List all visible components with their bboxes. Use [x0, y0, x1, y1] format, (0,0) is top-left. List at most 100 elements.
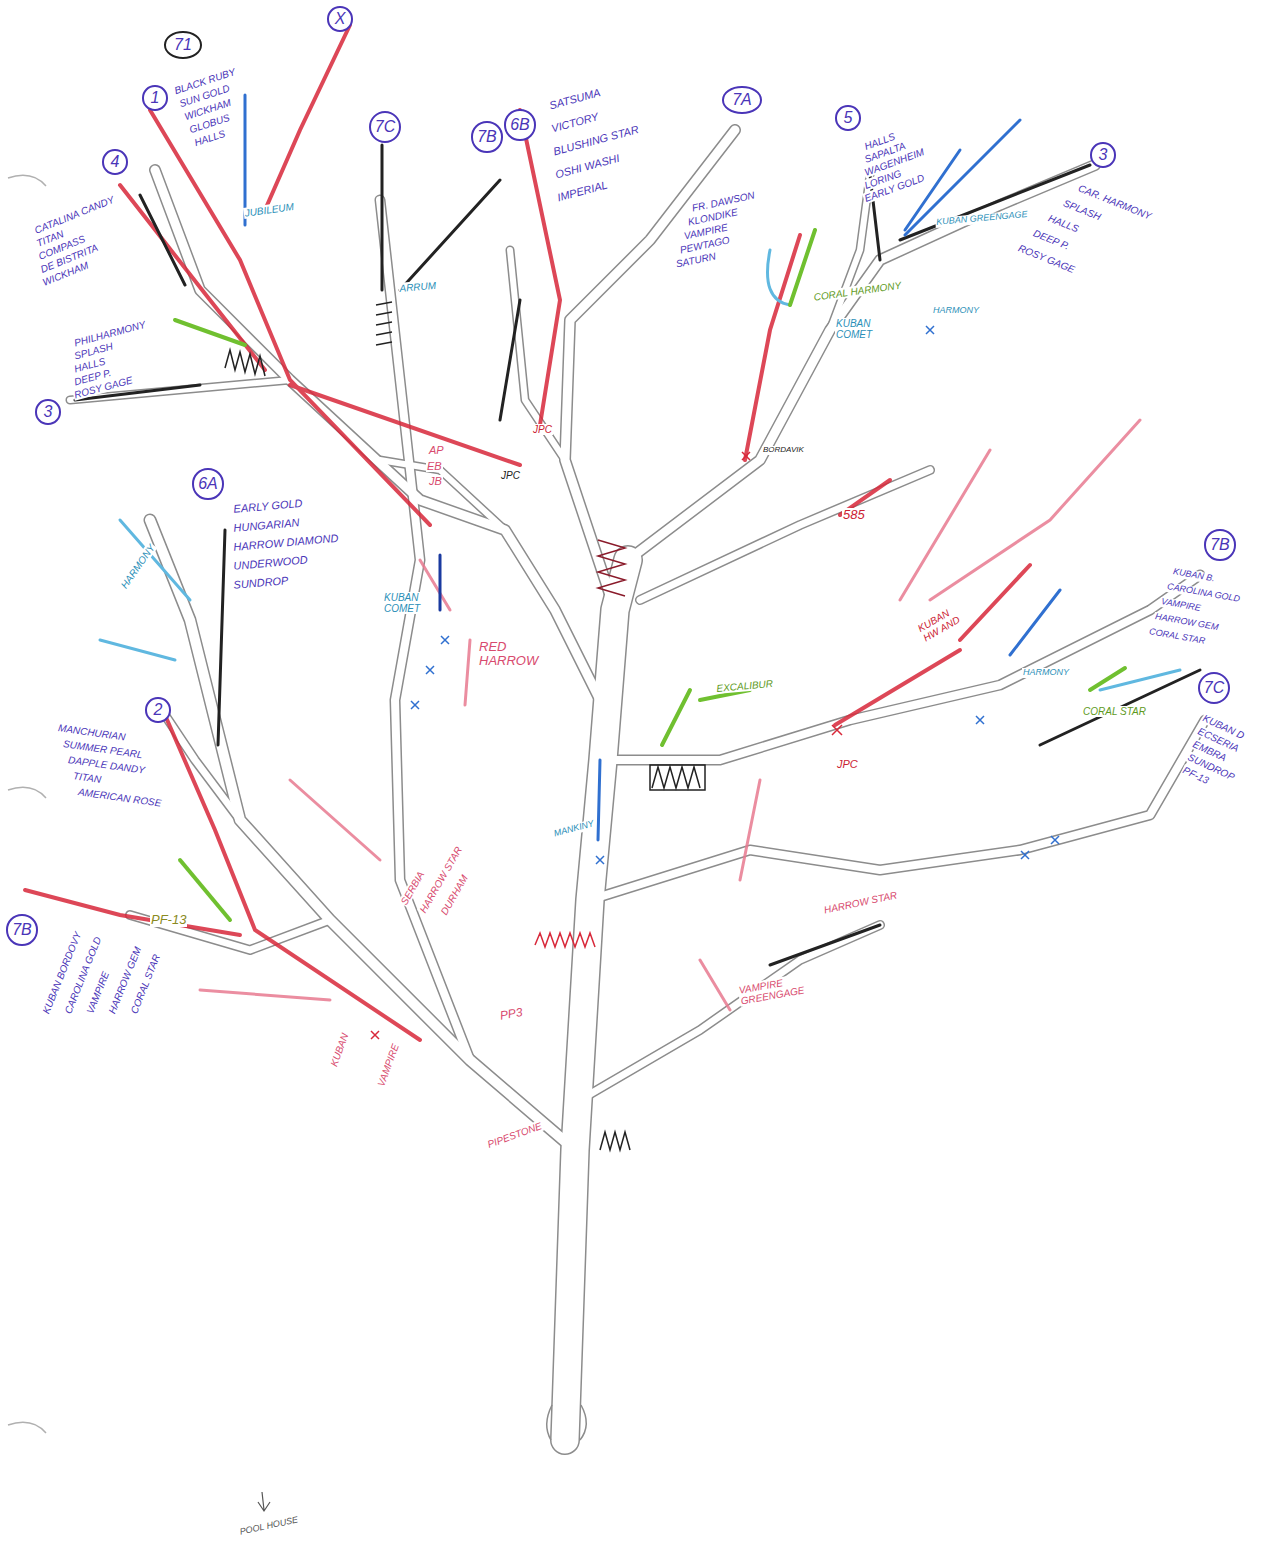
- tree-stroke: [244, 95, 247, 225]
- pink-graft: [200, 420, 1140, 1010]
- tree-stroke: [640, 470, 930, 600]
- tree-stroke: [265, 25, 350, 210]
- note-label: 585: [842, 508, 866, 522]
- note-label: AP: [428, 444, 445, 456]
- tree-stroke: [1090, 668, 1125, 690]
- callout-number: 7B: [477, 128, 497, 146]
- tree-stroke: [380, 200, 470, 1060]
- callout-circle: 1: [142, 85, 168, 111]
- note-label: JB: [428, 475, 443, 487]
- tally-hatch: [225, 302, 705, 1150]
- variety-label: VICTORY: [549, 110, 601, 135]
- tree-stroke: [200, 990, 330, 1000]
- tree-stroke: [600, 1132, 630, 1150]
- variety-label: CATALINA CANDY: [32, 193, 117, 236]
- variety-label: EARLY GOLD: [232, 497, 304, 515]
- tree-stroke: [371, 452, 842, 1039]
- callout-number: 3: [1099, 146, 1108, 164]
- graft-cross: [371, 326, 1059, 1039]
- tree-stroke: [180, 860, 230, 920]
- note-label: JPC: [836, 758, 859, 770]
- tree-stroke: [650, 765, 705, 790]
- note-label: JPC: [532, 424, 553, 435]
- root-flare: [547, 1405, 587, 1440]
- note-label: RED HARROW: [478, 640, 540, 669]
- callout-number: X: [335, 10, 346, 28]
- note-label: HARMONY: [118, 541, 157, 591]
- note-label: KUBAN GREENGAGE: [935, 210, 1029, 228]
- tree-stroke: [580, 1405, 586, 1440]
- direction-note: POOL HOUSE: [238, 1515, 300, 1537]
- variety-label: IMPERIAL: [555, 178, 610, 203]
- tree-stroke: [8, 1422, 46, 1433]
- tree-stroke: [700, 960, 730, 1010]
- callout-number: 6A: [198, 475, 218, 493]
- tree-stroke: [380, 200, 470, 1060]
- note-label: PIPESTONE: [485, 1120, 544, 1151]
- variety-label: OSHI WASHI: [553, 151, 622, 180]
- note-label: KUBAN COMET: [383, 592, 437, 614]
- tree-stroke: [535, 933, 595, 947]
- callout-number: 2: [154, 701, 163, 719]
- tree-stroke: [175, 320, 245, 345]
- callout-number: 6B: [510, 116, 530, 134]
- variety-label: CORAL STAR: [1147, 627, 1207, 647]
- callout-circle: 7C: [1198, 672, 1230, 704]
- tree-stroke: [598, 540, 625, 596]
- branch-fill: [70, 130, 1205, 1440]
- callout-number: 7A: [732, 91, 752, 109]
- variety-label: UNDERWOOD: [232, 553, 309, 572]
- note-label: HARMONY: [1022, 668, 1070, 678]
- variety-label: VAMPIRE: [1159, 597, 1202, 614]
- tree-stroke: [400, 180, 500, 290]
- variety-label: TITAN: [71, 770, 102, 785]
- variety-label: HALLS: [1046, 212, 1081, 235]
- variety-label: AMERICAN ROSE: [76, 786, 163, 809]
- variety-label: HUNGARIAN: [232, 516, 301, 534]
- callout-number: 5: [844, 109, 853, 127]
- callout-number: 3: [44, 403, 53, 421]
- note-label: HARROW STAR: [822, 889, 899, 916]
- callout-circle: 6B: [504, 109, 536, 141]
- note-label: VAMPIRE: [375, 1041, 401, 1088]
- tree-stroke: [439, 555, 442, 610]
- tree-stroke: [25, 890, 240, 935]
- note-label: CORAL HARMONY: [812, 279, 903, 302]
- callout-circle: 7B: [1204, 529, 1236, 561]
- punch-hole: [8, 175, 46, 1433]
- green-graft: [175, 230, 1125, 920]
- tree-stroke: [590, 720, 1205, 900]
- tree-stroke: [640, 470, 930, 600]
- note-label: KUBAN: [328, 1031, 351, 1069]
- tree-stroke: [500, 300, 520, 420]
- tree-stroke: [225, 350, 265, 376]
- tree-stroke: [662, 690, 690, 745]
- tree-stroke: [150, 520, 575, 1150]
- tree-stroke: [740, 780, 760, 880]
- callout-number: 7C: [1204, 679, 1224, 697]
- tree-stroke: [1040, 670, 1200, 745]
- callout-number: 7B: [1210, 536, 1230, 554]
- callout-circle: 3: [35, 399, 61, 425]
- tree-stroke: [628, 165, 1095, 560]
- note-label: EXCALIBUR: [715, 678, 774, 694]
- tree-stroke: [1010, 590, 1060, 655]
- tree-stroke: [652, 767, 700, 788]
- tree-stroke: [258, 1492, 270, 1511]
- tree-stroke: [628, 165, 1095, 560]
- branch-outline: [70, 130, 1205, 1440]
- note-label: JUBILEUM: [243, 201, 295, 219]
- note-label: MANKINY: [552, 819, 596, 840]
- tree-stroke: [290, 780, 380, 860]
- tree-stroke: [603, 575, 1200, 760]
- note-label: PF-13: [150, 913, 187, 927]
- tree-stroke: [218, 530, 225, 745]
- tree-stroke: [590, 720, 1205, 900]
- note-label: JPC: [500, 470, 521, 481]
- tree-stroke: [768, 250, 791, 305]
- tree-stroke: [580, 925, 880, 1100]
- callout-circle: 4: [102, 149, 128, 175]
